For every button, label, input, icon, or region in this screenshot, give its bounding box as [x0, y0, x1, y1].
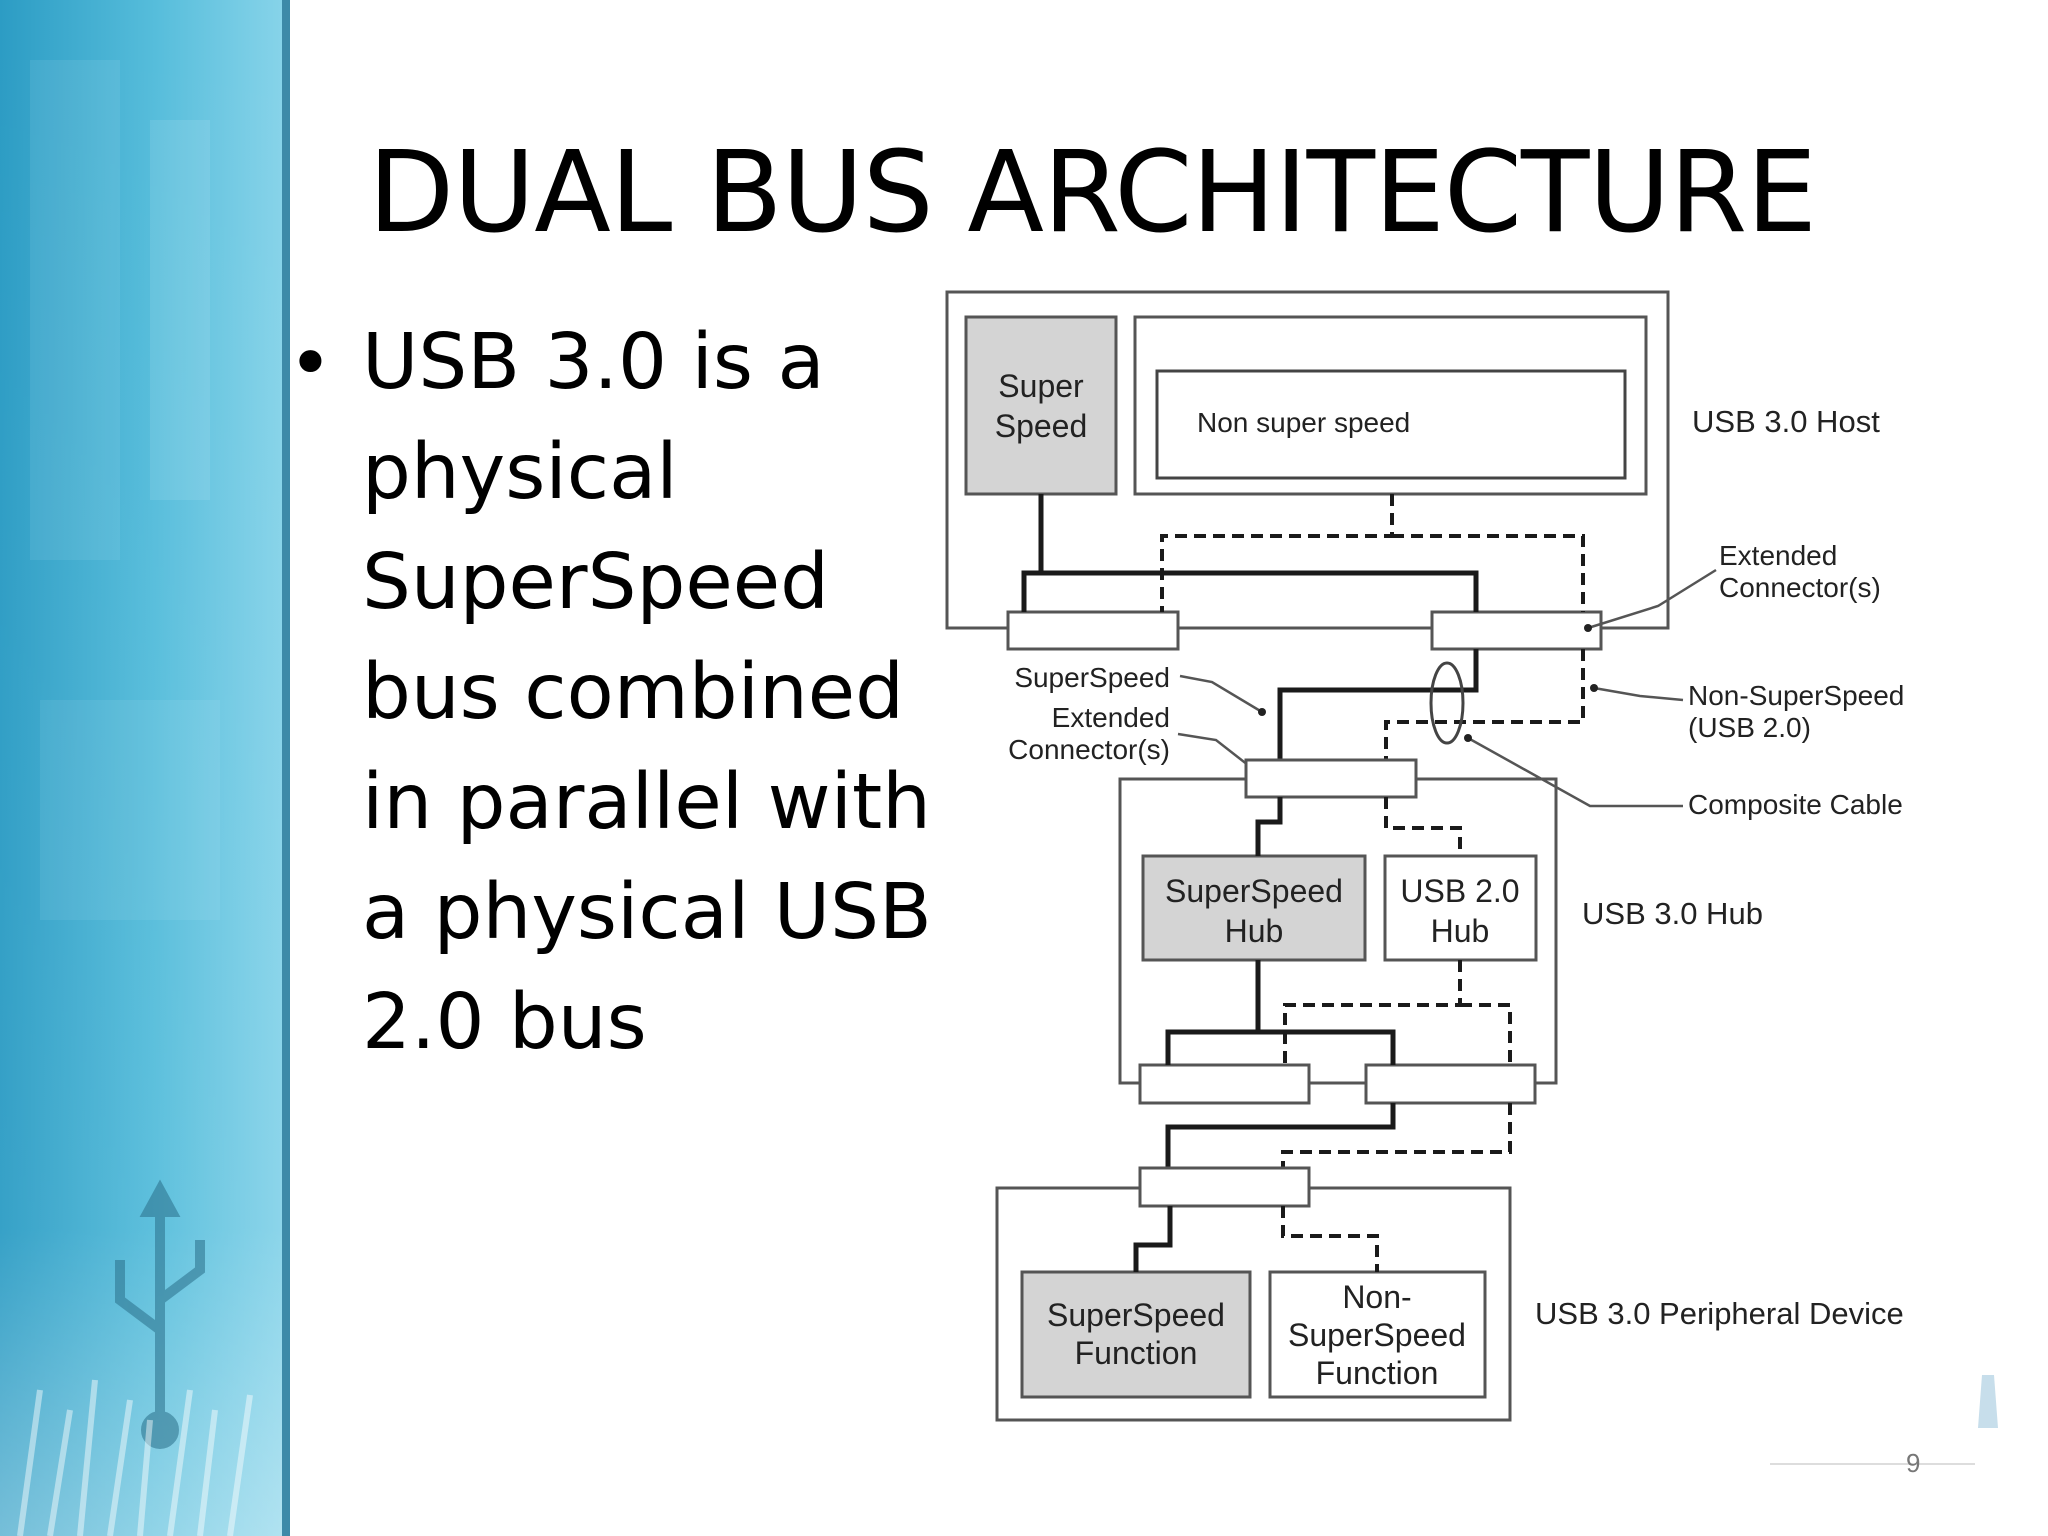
hub-label: USB 3.0 Hub: [1582, 896, 1763, 931]
non-superspeed-function-line: SuperSpeed: [1288, 1317, 1466, 1353]
composite-cable-callout: Composite Cable: [1688, 789, 1903, 820]
device-label: USB 3.0 Peripheral Device: [1535, 1296, 1904, 1331]
superspeed-function-line: Function: [1075, 1335, 1198, 1371]
non-superspeed-callout: Non-SuperSpeed: [1688, 680, 1904, 711]
page-number: 9: [1906, 1448, 1921, 1478]
super-speed-box-line: Speed: [995, 408, 1088, 444]
hub-downstream-connector-right: [1364, 1063, 1537, 1105]
bullet-dot: •: [288, 318, 333, 407]
usb2-hub-line: USB 2.0: [1400, 873, 1519, 909]
hub-upstream-connector: [1244, 758, 1418, 799]
bullet-line: SuperSpeed: [362, 538, 829, 627]
device-upstream-connector: [1138, 1166, 1311, 1208]
composite-cable-ellipse: [1429, 661, 1465, 745]
bullet-line: physical: [362, 428, 678, 517]
superspeed-connector-callout: Extended: [1052, 702, 1170, 733]
superspeed-hub-line: SuperSpeed: [1165, 873, 1343, 909]
superspeed-connector-callout: SuperSpeed: [1014, 662, 1170, 693]
host-connector-left: [1006, 610, 1180, 651]
host-outer-box: [945, 290, 1670, 630]
super-speed-box-line: Super: [998, 368, 1084, 404]
extended-connectors-callout: Connector(s): [1719, 572, 1881, 603]
decorative-sidebar: [0, 0, 290, 1536]
non-super-speed-label: Non super speed: [1197, 407, 1410, 438]
bullet-line: a physical USB: [362, 868, 932, 957]
superspeed-function-line: SuperSpeed: [1047, 1297, 1225, 1333]
superspeed-hub-box: [1141, 854, 1367, 962]
superspeed-hub-line: Hub: [1225, 913, 1284, 949]
extended-connectors-callout: Extended: [1719, 540, 1837, 571]
hub-downstream-connector-left: [1138, 1063, 1311, 1105]
usb-logo-icon: [115, 1179, 205, 1449]
bullet-line: 2.0 bus: [362, 978, 647, 1067]
bullet-line: USB 3.0 is a: [362, 318, 825, 407]
non-superspeed-function-line: Function: [1316, 1355, 1439, 1391]
non-superspeed-callout: (USB 2.0): [1688, 712, 1811, 743]
non-superspeed-function-line: Non-: [1342, 1279, 1411, 1315]
non-superspeed-function-box: [1268, 1270, 1487, 1399]
super-speed-box: [964, 315, 1118, 496]
slide-title: DUAL BUS ARCHITECTURE: [368, 128, 1817, 258]
bullet-line: bus combined: [362, 648, 905, 737]
host-label: USB 3.0 Host: [1692, 404, 1880, 439]
superspeed-connector-callout: Connector(s): [1008, 734, 1170, 765]
bullet-line: in parallel with: [362, 758, 931, 847]
superspeed-function-box: [1020, 1270, 1252, 1399]
non-super-speed-box: [1155, 369, 1627, 480]
usb2-hub-line: Hub: [1431, 913, 1490, 949]
host-connector-right: [1430, 610, 1603, 651]
